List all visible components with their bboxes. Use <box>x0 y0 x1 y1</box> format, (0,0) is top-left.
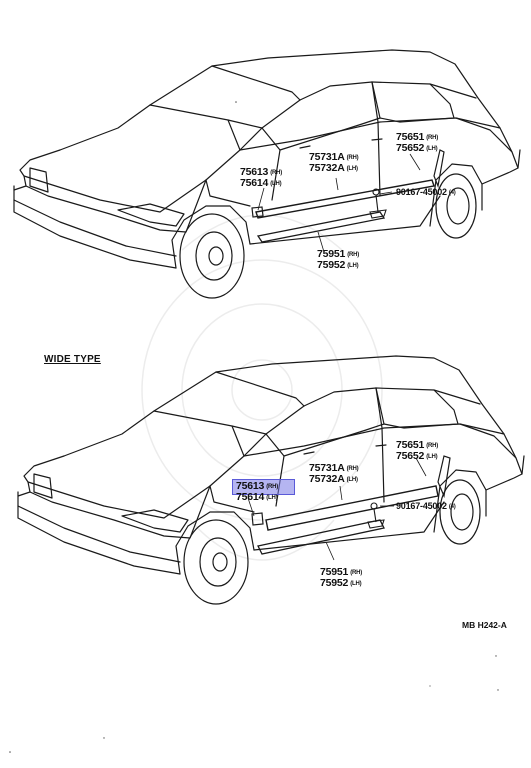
part-label-75652-wide: 75652(LH) <box>396 450 438 462</box>
part-label-90167-45002-wide: 90167-45002(4) <box>396 501 456 511</box>
part-label-75951: 75951(RH) <box>317 248 360 260</box>
part-label-75613: 75613(RH) <box>240 166 283 178</box>
rear-moulding-standard <box>434 150 444 186</box>
rear-moulding-wide <box>438 456 450 496</box>
part-label-75652: 75652(LH) <box>396 142 438 154</box>
part-label-75651-wide: 75651(RH) <box>396 439 439 451</box>
part-label-75614: 75614(LH) <box>240 177 282 189</box>
scan-specks <box>9 101 499 753</box>
side-moulding-wide <box>266 486 438 530</box>
rocker-moulding-wide <box>258 520 384 554</box>
part-label-75952-wide: 75952(LH) <box>320 577 362 589</box>
part-label-90167-45002: 90167-45002(4) <box>396 187 456 197</box>
front-moulding-wide <box>252 513 263 525</box>
highlight-box <box>232 479 295 495</box>
part-label-75614-wide: 75614(LH) <box>236 491 278 503</box>
clip-icon <box>370 189 386 218</box>
part-label-75732A: 75732A(LH) <box>309 162 358 174</box>
clip-icon <box>368 503 384 528</box>
diagram-code: MB H242-A <box>462 620 507 630</box>
part-label-75731A: 75731A(RH) <box>309 151 359 163</box>
part-label-75613-wide[interactable]: 75613(RH) <box>236 480 279 492</box>
watermark-emblem <box>142 215 382 560</box>
part-label-75732A-wide: 75732A(LH) <box>309 473 358 485</box>
part-label-75731A-wide: 75731A(RH) <box>309 462 359 474</box>
side-moulding-standard <box>256 180 434 218</box>
rocker-moulding-standard <box>258 212 384 242</box>
part-label-75951-wide: 75951(RH) <box>320 566 363 578</box>
section-label-wide-type: WIDE TYPE <box>44 354 101 365</box>
part-label-75651: 75651(RH) <box>396 131 439 143</box>
car-illustration-wide <box>17 355 525 605</box>
car-illustration-standard <box>13 49 521 299</box>
part-label-75952: 75952(LH) <box>317 259 359 271</box>
